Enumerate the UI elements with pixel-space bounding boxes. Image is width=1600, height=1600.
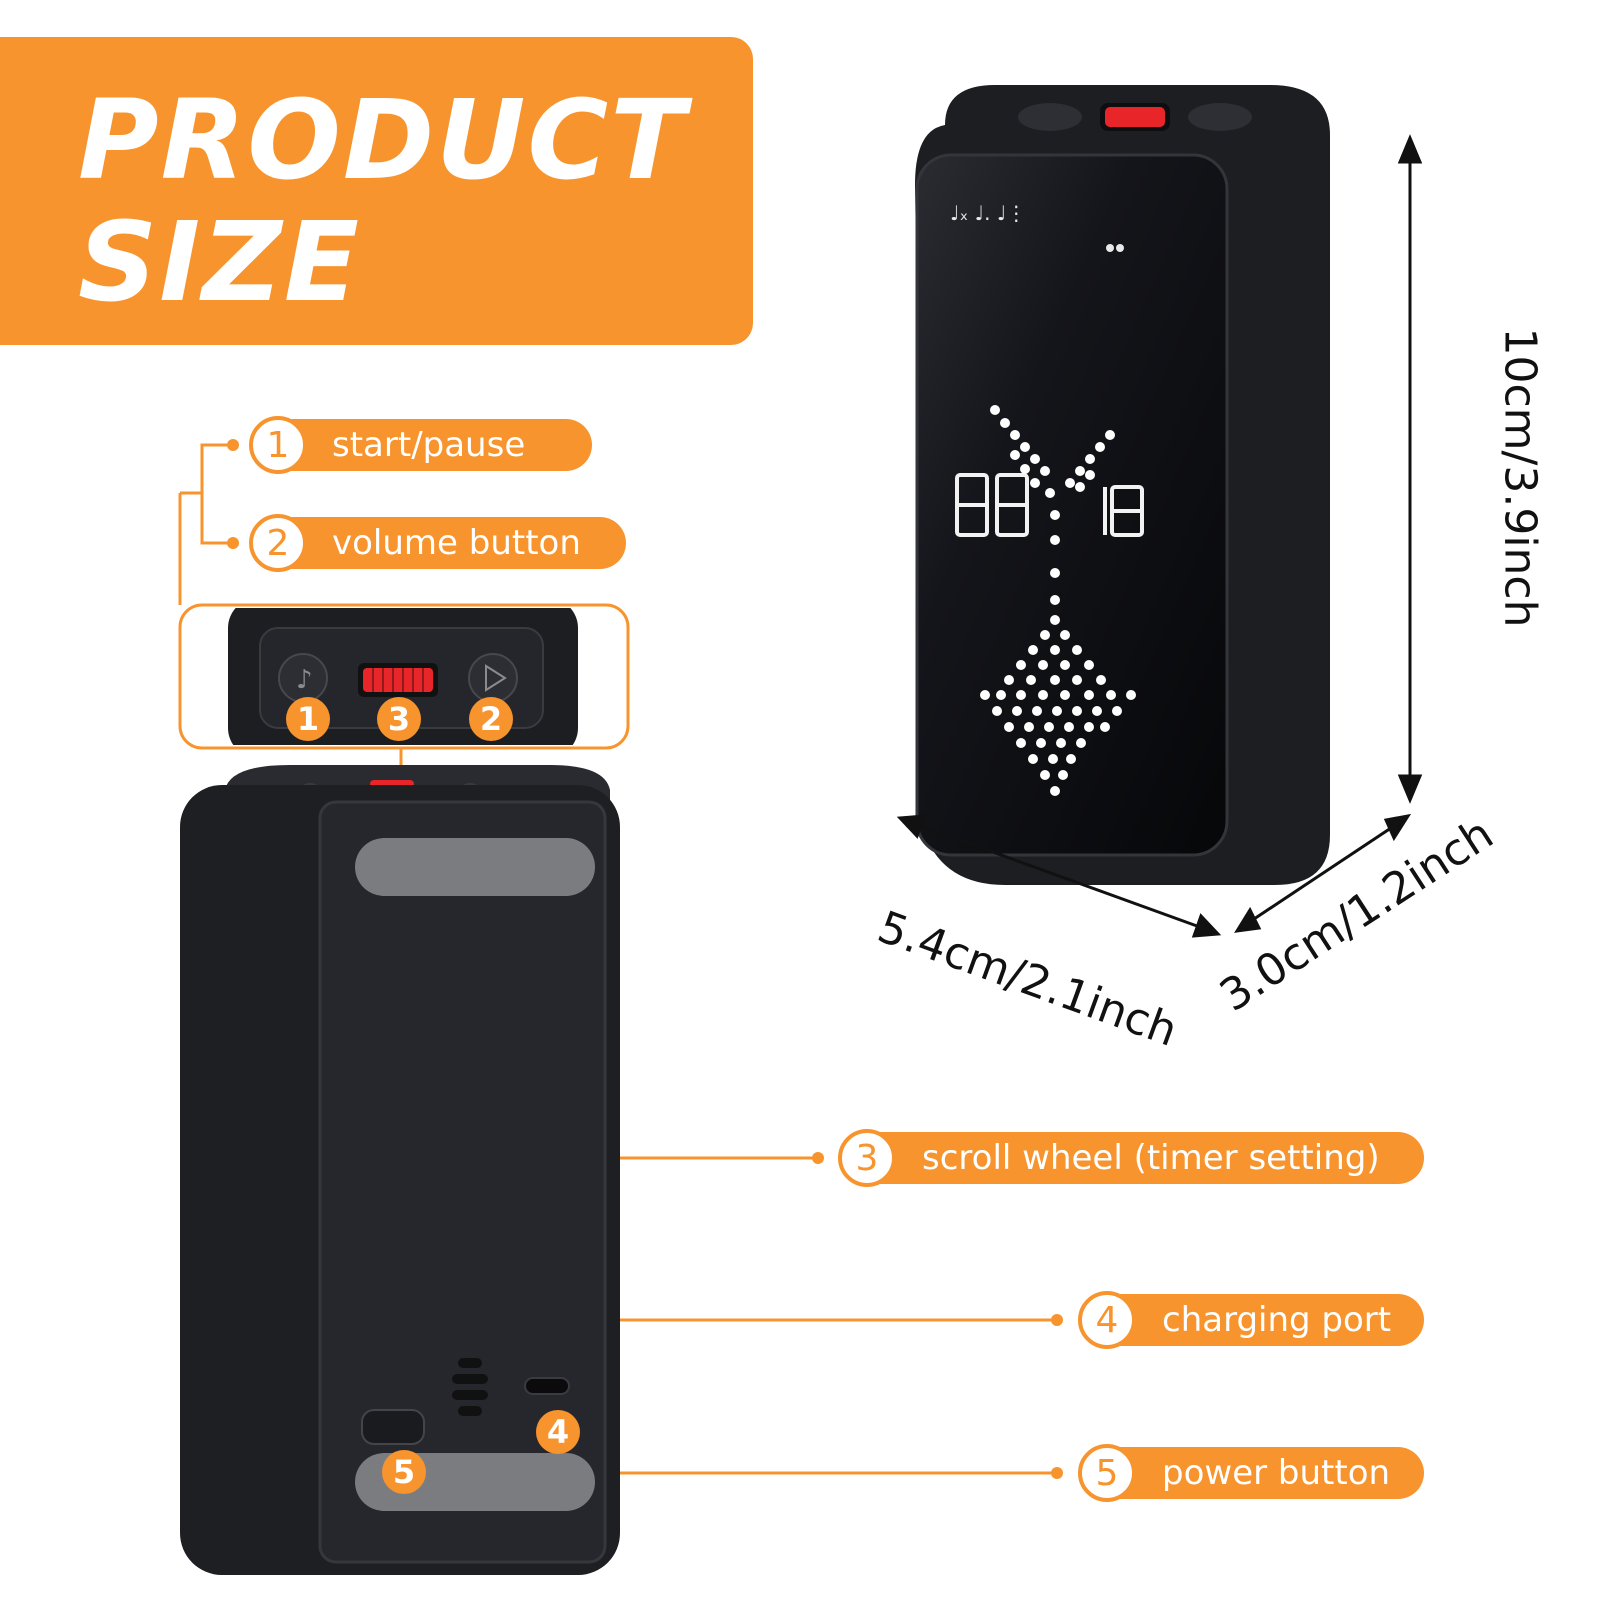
scroll-wheel-red xyxy=(363,668,433,692)
label-text: power button xyxy=(1162,1453,1391,1493)
label-volume-button: volume button xyxy=(250,517,626,569)
zoom-marker-1: 1 xyxy=(286,697,330,741)
label-scroll-wheel: scroll wheel (timer setting) xyxy=(840,1132,1424,1184)
rubber-foot-top xyxy=(355,838,595,896)
back-marker-4: 4 xyxy=(536,1410,580,1454)
label-text: volume button xyxy=(332,523,581,563)
label-number-2: 2 xyxy=(249,514,307,572)
speaker-grille-icon xyxy=(452,1358,488,1416)
height-dimension-label: 10cm/3.9inch xyxy=(1494,327,1546,628)
svg-text:♪: ♪ xyxy=(296,665,313,695)
label-charging-port: charging port xyxy=(1080,1294,1424,1346)
label-number-3: 3 xyxy=(838,1129,896,1187)
label-text: start/pause xyxy=(332,425,526,465)
power-button-icon xyxy=(361,1409,425,1445)
indicator-dot xyxy=(1106,244,1114,252)
label-start-pause: start/pause xyxy=(250,419,592,471)
usb-c-port-icon xyxy=(524,1377,570,1395)
label-power-button: power button xyxy=(1080,1447,1424,1499)
label-number-4: 4 xyxy=(1078,1291,1136,1349)
label-number-5: 5 xyxy=(1078,1444,1136,1502)
device-front-view: ♩ₓ ♩. ♩⋮ xyxy=(915,85,1330,885)
depth-arrow xyxy=(1244,820,1401,927)
title-line-2: SIZE xyxy=(78,198,362,326)
label-number-1: 1 xyxy=(249,416,307,474)
back-marker-5: 5 xyxy=(382,1450,426,1494)
width-arrow xyxy=(909,820,1209,932)
hourglass-icon xyxy=(980,405,1136,796)
timer-digits xyxy=(955,473,1144,537)
music-mute-icon: ♩ₓ ♩. ♩⋮ xyxy=(950,201,1026,225)
zoom-marker-2: 2 xyxy=(469,697,513,741)
label-text: scroll wheel (timer setting) xyxy=(922,1138,1380,1178)
zoom-marker-3: 3 xyxy=(377,697,421,741)
title-line-1: PRODUCT xyxy=(78,76,688,204)
zoom-box-outline xyxy=(178,603,630,750)
display-screen xyxy=(915,153,1229,857)
label-text: charging port xyxy=(1162,1300,1392,1340)
title-banner: PRODUCT SIZE xyxy=(0,37,753,345)
